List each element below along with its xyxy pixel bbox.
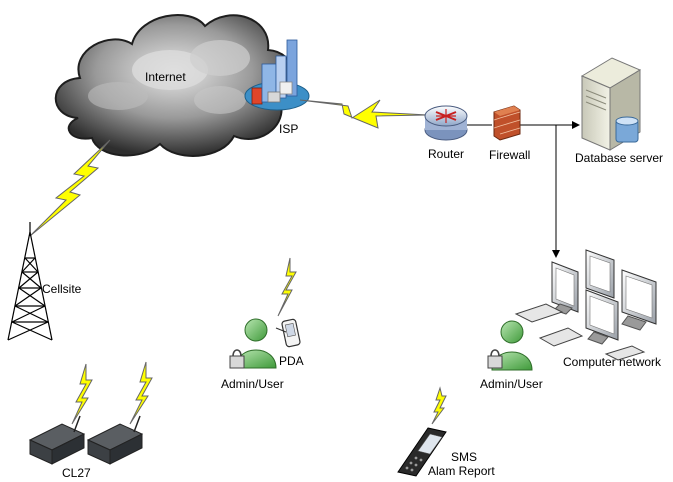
sms-label: SMS: [451, 450, 478, 464]
sms-lightning-icon: [431, 386, 447, 425]
pda-device-icon: [275, 318, 301, 348]
isp-router-lightning-icon: [299, 99, 429, 129]
cl27-device-left-icon: [28, 415, 86, 465]
cloud-cellsite-lightning-icon: [29, 139, 111, 237]
admin-user-right-label: Admin/User: [480, 377, 543, 391]
computer-arrowhead: [552, 250, 560, 258]
cellsite-label: Cellsite: [42, 282, 82, 296]
cl27-lightning-left-icon: [71, 363, 93, 425]
isp-label: ISP: [279, 122, 299, 136]
admin-user-left-icon: [229, 318, 277, 369]
router-label: Router: [428, 147, 465, 161]
firewall-icon: [493, 105, 521, 141]
database-arrowhead: [572, 121, 580, 129]
computer-network-icon: [514, 249, 657, 361]
router-icon: [424, 105, 468, 141]
alarm-report-label: Alam Report: [428, 464, 495, 478]
pda-lightning-icon: [277, 257, 297, 317]
cl27-device-right-icon: [86, 415, 144, 465]
mobile-phone-icon: [397, 427, 447, 477]
internet-label: Internet: [145, 70, 186, 84]
cellsite-tower-icon: [7, 222, 53, 341]
admin-user-left-label: Admin/User: [221, 377, 284, 391]
database-server-label: Database server: [575, 151, 664, 165]
pda-label: PDA: [279, 354, 304, 368]
connection-lines: [466, 121, 580, 258]
admin-user-right-icon: [487, 320, 533, 371]
cl27-label: CL27: [62, 466, 91, 480]
computer-network-label: Computer network: [563, 355, 662, 369]
cl27-lightning-right-icon: [129, 361, 153, 425]
isp-building-icon: [244, 39, 310, 111]
database-server-icon: [580, 57, 642, 151]
firewall-label: Firewall: [489, 148, 531, 162]
